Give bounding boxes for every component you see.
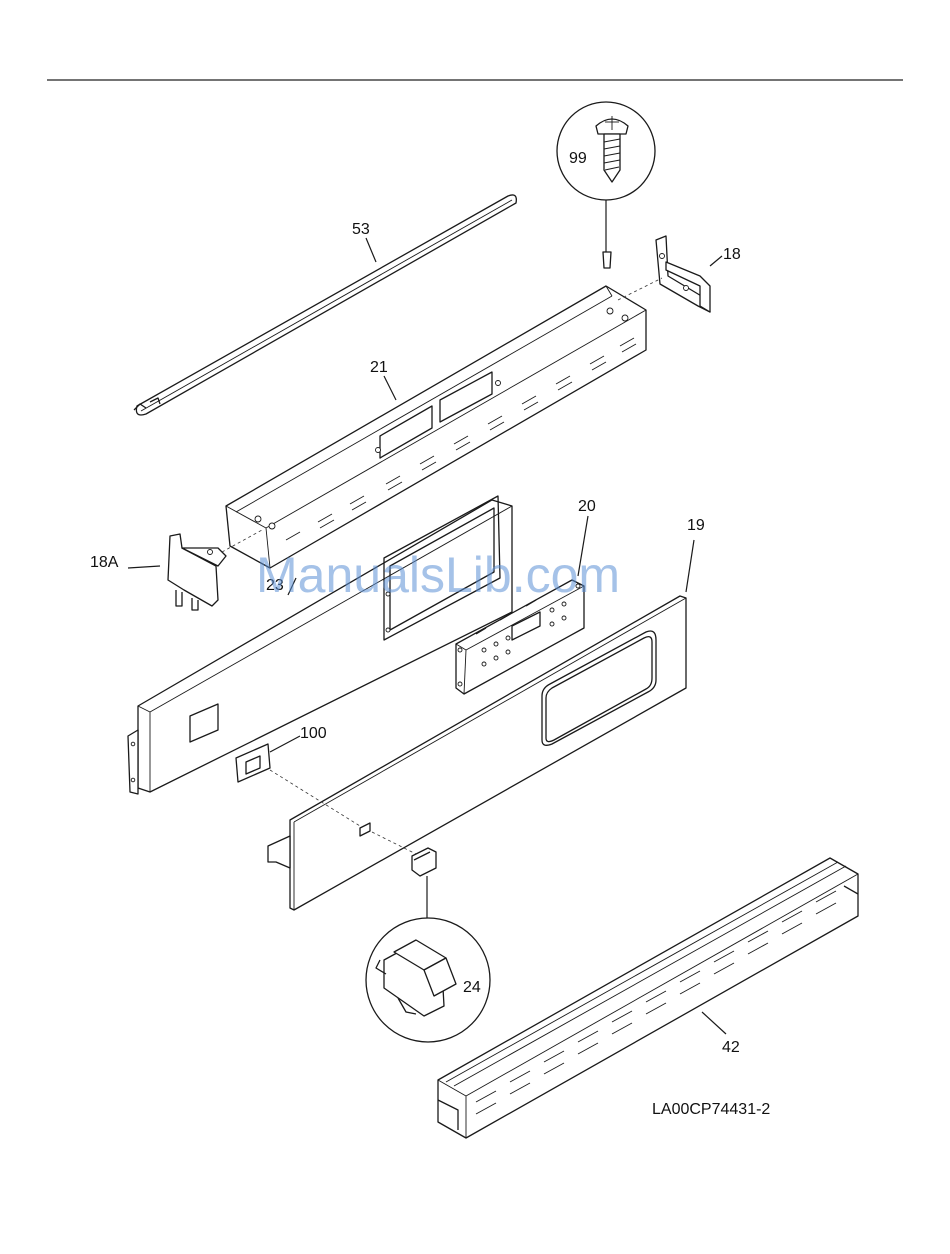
switch-icon (376, 940, 456, 1016)
leader-53 (366, 238, 376, 262)
callout-99: 99 (569, 150, 587, 167)
callout-18a: 18A (90, 554, 119, 571)
part-18-right-bracket (618, 236, 722, 312)
watermark: ManualsLib.com (256, 547, 620, 603)
screw-icon (596, 116, 628, 182)
part-24-rocker-switch (366, 832, 490, 1042)
callout-42: 42 (722, 1039, 740, 1056)
part-99-screw-detail (557, 102, 655, 268)
part-42-lower-channel (438, 858, 858, 1138)
callout-18: 18 (723, 246, 741, 263)
callout-21: 21 (370, 359, 388, 376)
callout-100: 100 (300, 725, 327, 742)
callout-19: 19 (687, 517, 705, 534)
drawing-code: LA00CP74431-2 (652, 1101, 770, 1118)
leader-21 (384, 376, 396, 400)
callout-20: 20 (578, 498, 596, 515)
callout-53: 53 (352, 221, 370, 238)
callout-24: 24 (463, 979, 481, 996)
